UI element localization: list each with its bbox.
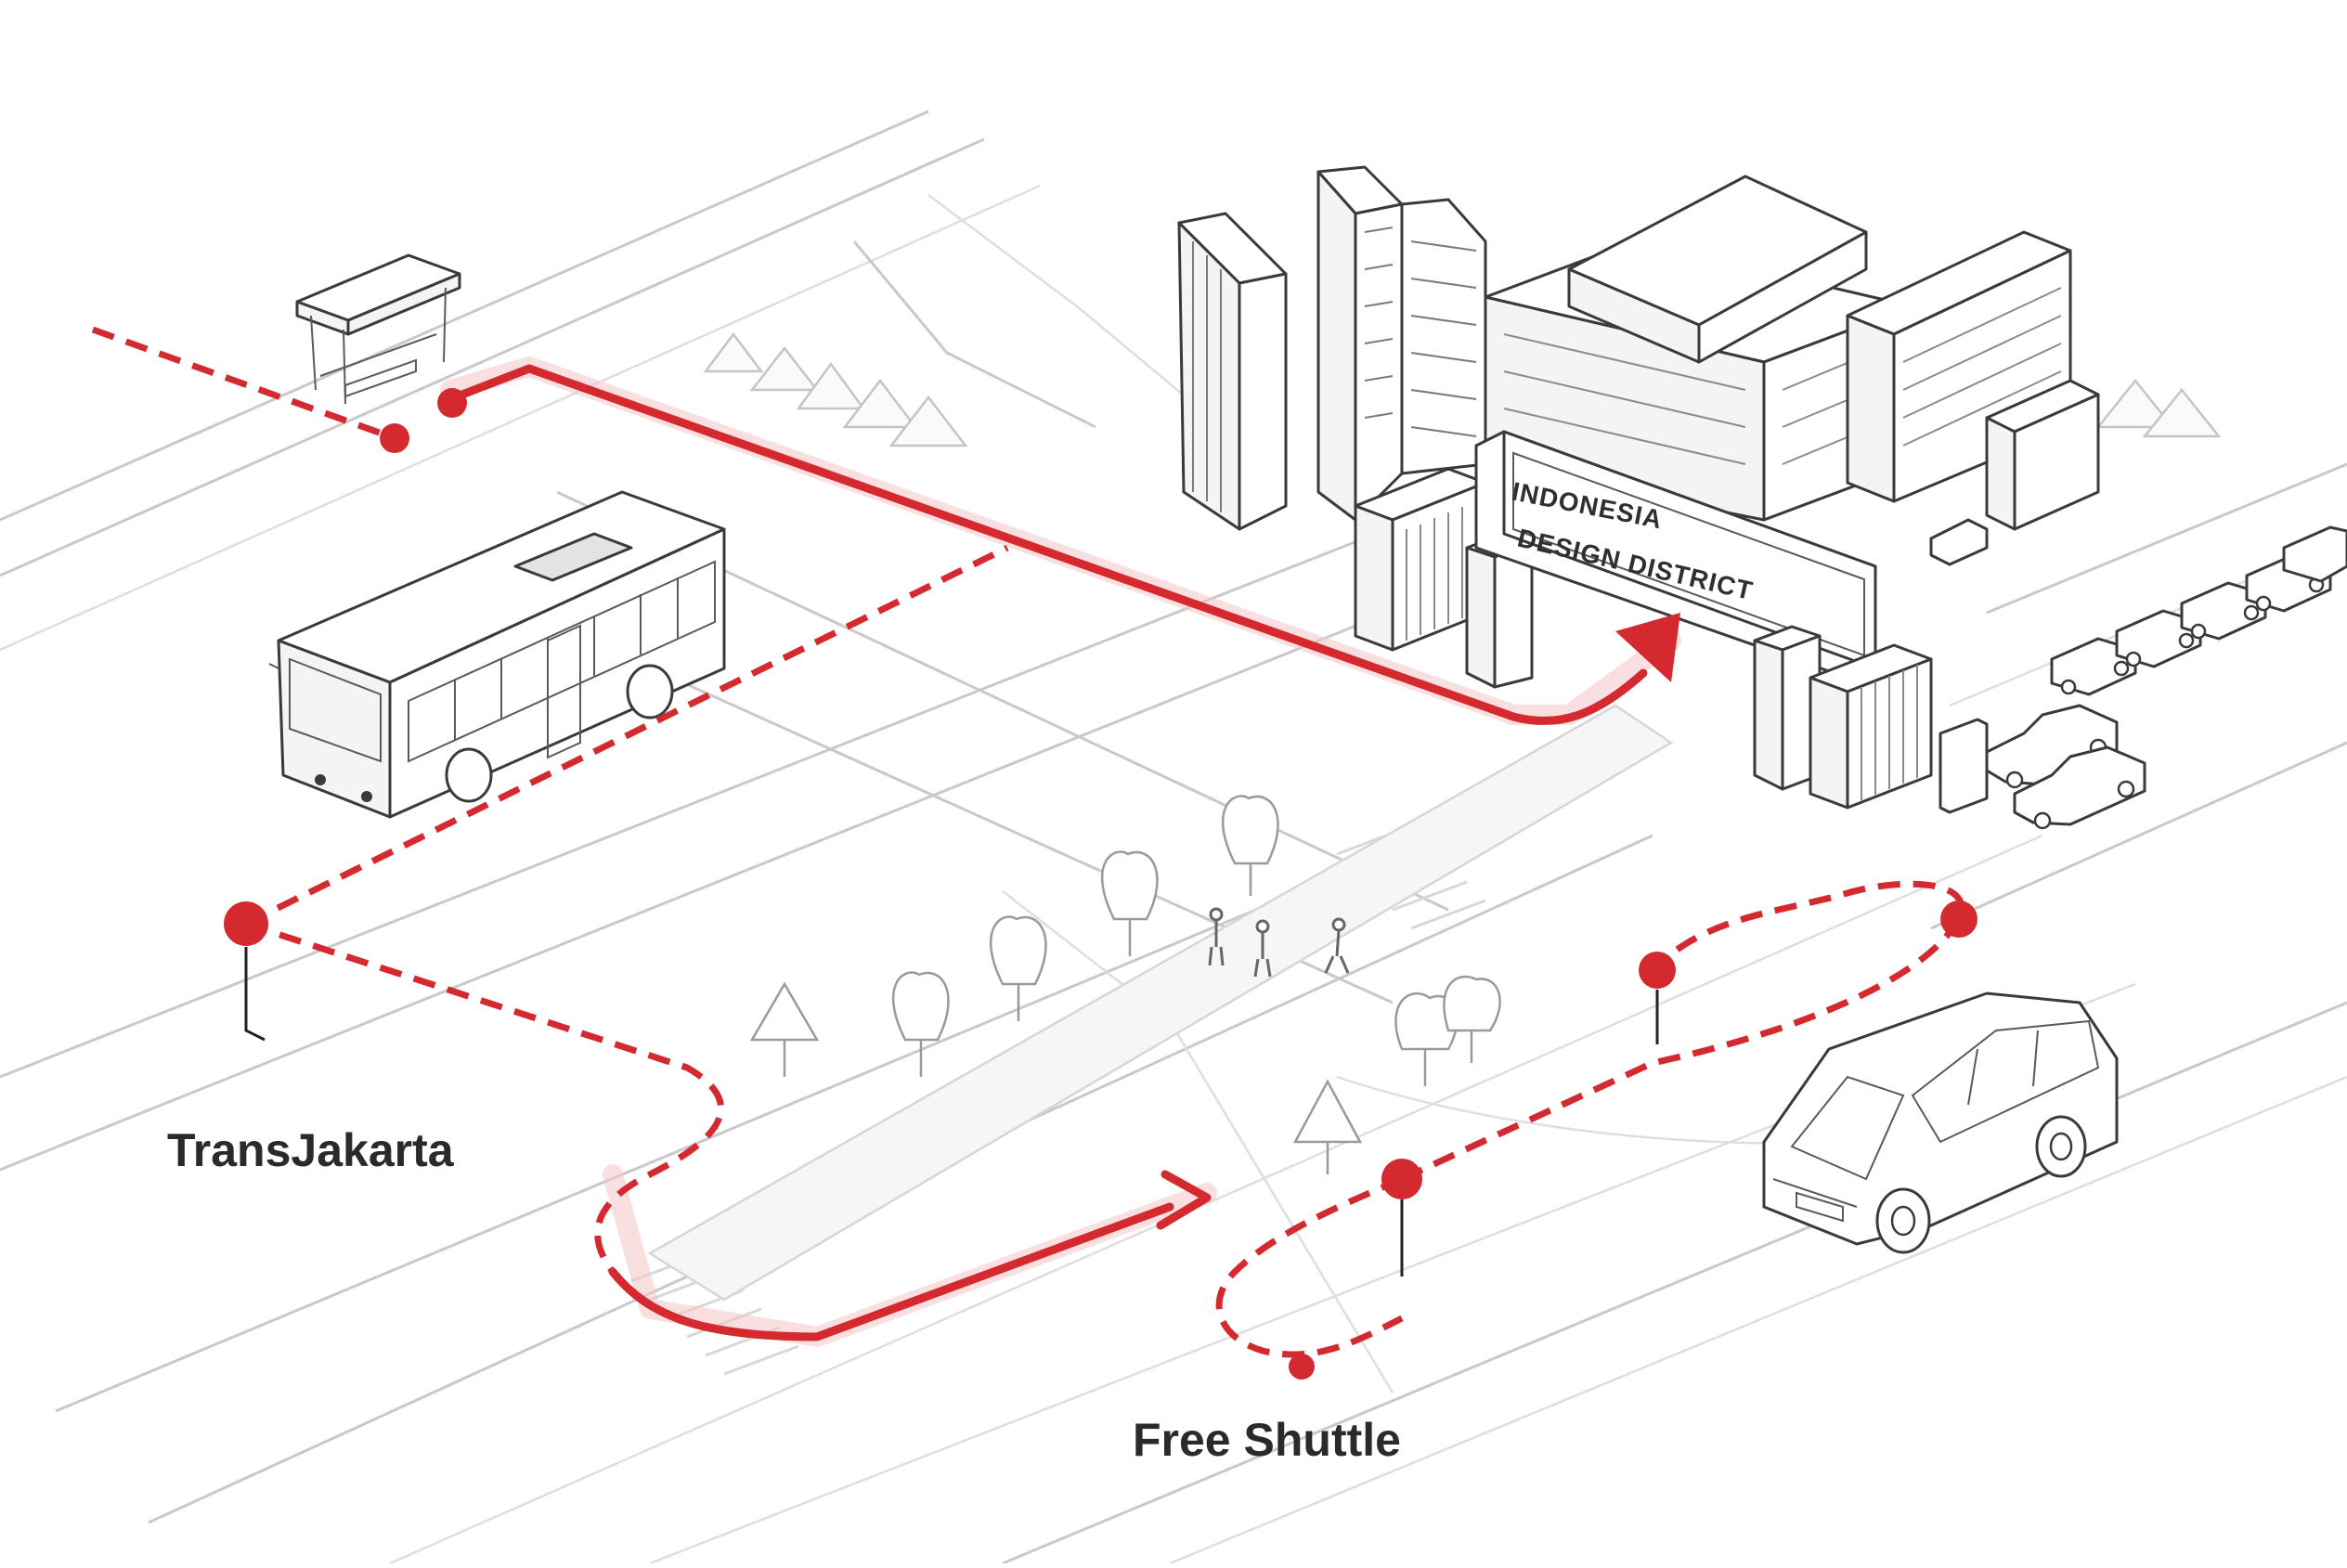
gate-icon: INDONESIA DESIGN DISTRICT [1354,430,1989,814]
parked-car-icon [2180,581,2267,641]
parking-lot [1985,525,2347,830]
parked-car-icon [2013,745,2146,830]
pedestrian-icon [1208,907,1225,966]
bus-stop-shelter-icon [295,253,461,405]
free-shuttle-route [1215,880,1965,1358]
tree-icon [749,981,820,1077]
arrow-icon [1156,1170,1212,1230]
road-network [0,110,2347,1565]
background-trees [703,331,2222,447]
van-icon [1762,991,2119,1254]
main-route-solid [446,364,1648,725]
parked-car-icon [2050,637,2137,696]
pedestrian-icon [1253,919,1272,978]
tree-icon [989,915,1047,1021]
arrow-icon [1615,613,1680,682]
transjakarta-label: TransJakarta [167,1124,455,1176]
shuttle-stop-marker [1289,1354,1315,1380]
parked-car-icon [2115,609,2202,668]
transjakarta-stop-marker [224,901,268,946]
transjakarta-route [91,326,1009,1275]
tree-icon [1221,795,1279,896]
plaza-route-solid [608,1202,1174,1341]
shuttle-stop-marker [1381,1159,1422,1199]
pedestrian-icon [1324,917,1350,974]
shuttle-stop-marker [1940,901,1977,938]
bus-stop-marker [380,423,409,453]
pedestrians [1208,907,1350,978]
tree-icon [891,971,950,1077]
shuttle-stop-marker [1639,952,1676,989]
transjakarta-leader [244,947,266,1042]
tree-icon [1443,975,1501,1063]
bus-icon [268,490,726,819]
parked-car-icon [2282,525,2347,583]
plaza-trees [749,795,1501,1174]
tree-icon [1100,850,1159,956]
tree-icon [1292,1079,1363,1174]
bus-stop-marker [437,388,467,418]
routes [91,326,1977,1380]
free-shuttle-label: Free Shuttle [1133,1414,1401,1466]
